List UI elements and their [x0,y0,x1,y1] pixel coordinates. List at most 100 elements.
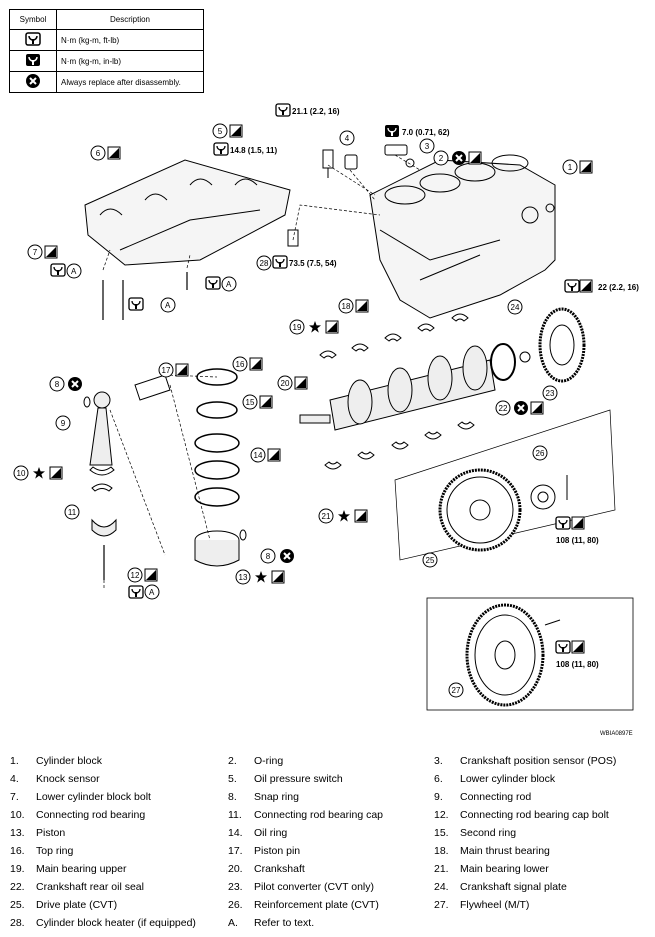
svg-text:11: 11 [68,508,77,517]
svg-text:26: 26 [536,449,545,458]
reinforcement-plate [530,484,556,510]
part-name: Main thrust bearing [460,845,550,857]
svg-text:23: 23 [546,389,555,398]
ref-a-label: A [71,267,77,276]
flywheel-bolt [544,619,561,626]
balloon-5: 5 [212,123,243,139]
pilot-converter [519,351,531,363]
drive-plate-frame [394,409,616,561]
lower-block-bolts [102,272,188,320]
balloon-6: 6 [90,145,121,161]
legend-row: Always replace after disassembly. [9,71,204,93]
crankshaft-signal-plate [538,307,586,383]
balloon-26: 26 [532,445,548,461]
crankshaft [299,345,496,431]
svg-text:14: 14 [254,451,263,460]
refer-to-text-marker: A [128,584,160,600]
torque-value: 21.1 (2.2, 16) [292,107,340,116]
part-number: 28. [10,917,25,929]
part-name: Lower cylinder block bolt [36,791,151,803]
svg-text:24: 24 [511,303,520,312]
lower-cylinder-block [84,159,291,266]
part-name: Knock sensor [36,773,100,785]
svg-text:2: 2 [439,154,444,163]
part-number: 6. [434,773,443,785]
part-number: 19. [10,863,25,875]
torque-callout: 108 (11, 80) [555,516,599,545]
part-number: 4. [10,773,19,785]
part-number: 20. [228,863,243,875]
part-name: Crankshaft rear oil seal [36,881,144,893]
torque-value: 7.0 (0.71, 62) [402,128,450,137]
balloon-18: 18 [338,298,369,314]
part-name: Lower cylinder block [460,773,556,785]
balloon-14: 14 [250,447,281,463]
svg-text:13: 13 [239,573,248,582]
flywheel [465,603,545,707]
svg-text:7: 7 [33,248,38,257]
balloon-21: 21 [318,508,368,524]
torque-callout: 73.5 (7.5, 54) [272,255,337,269]
connecting-rod [89,391,113,466]
svg-text:5: 5 [218,127,223,136]
balloon-20: 20 [277,375,308,391]
diagram-code: WBIA0897E [600,731,633,737]
legend-row: N·m (kg-m, ft-lb) [9,29,204,51]
refer-to-text-marker: A [50,263,82,279]
part-name: Connecting rod bearing cap [254,809,384,821]
balloon-4: 4 [339,130,355,146]
torque-wrench-icon [25,32,41,46]
part-number: 11. [228,809,242,821]
part-number: 7. [10,791,19,803]
legend-description: N·m (kg-m, ft-lb) [56,29,204,51]
balloon-13: 13 [235,569,285,585]
piston-rings [194,368,240,507]
svg-text:12: 12 [131,571,140,580]
legend-row: N·m (kg-m, in-lb) [9,50,204,72]
legend-description: N·m (kg-m, in-lb) [56,50,204,72]
ref-a-label: A [165,301,171,310]
part-name: Connecting rod bearing [36,809,146,821]
connecting-rod-bearing-cap [91,518,117,537]
balloon-24: 24 [507,299,523,315]
part-name: Main bearing lower [460,863,549,875]
balloon-15: 15 [242,394,273,410]
part-number: 10. [10,809,25,821]
svg-text:21: 21 [322,512,331,521]
torque-wrench-small-icon [26,54,40,66]
part-name: Flywheel (M/T) [460,899,530,911]
part-number: A. [228,917,238,929]
balloon-8b: 8 [260,548,295,564]
torque-callout: 21.1 (2.2, 16) [275,103,340,117]
balloon-10: 10 [13,465,63,481]
part-number: 3. [434,755,443,767]
torque-callout: 108 (11, 80) [555,640,599,669]
part-name: Cylinder block [36,755,102,767]
part-number: 5. [228,773,237,785]
part-name: Piston [36,827,66,839]
svg-text:1: 1 [568,163,573,172]
main-bearings-upper [319,313,469,359]
svg-text:28: 28 [260,259,269,268]
ref-a-label: A [226,280,232,289]
torque-callout: 14.8 (1.5, 11) [213,142,277,156]
snap-rings [83,396,247,541]
part-name: Connecting rod bearing cap bolt [460,809,609,821]
part-name: Crankshaft signal plate [460,881,567,893]
legend-description: Always replace after disassembly. [56,71,204,93]
svg-text:22: 22 [499,404,508,413]
svg-text:19: 19 [293,323,302,332]
part-name: Drive plate (CVT) [36,899,118,911]
part-number: 8. [228,791,237,803]
part-number: 9. [434,791,443,803]
part-name: Connecting rod [460,791,532,803]
symbol-legend: Symbol Description N·m (kg-m, ft-lb) N·m… [9,9,204,93]
engine-exploded-diagram: 21.1 (2.2, 16) 7.0 (0.71, 62) 14.8 (1.5,… [13,103,639,711]
part-number: 14. [228,827,243,839]
svg-text:8: 8 [266,552,271,561]
svg-text:9: 9 [61,419,66,428]
part-name: Crankshaft position sensor (POS) [460,755,617,767]
part-name: Piston pin [254,845,301,857]
part-number: 1. [10,755,19,767]
torque-callout: 7.0 (0.71, 62) [384,124,450,138]
